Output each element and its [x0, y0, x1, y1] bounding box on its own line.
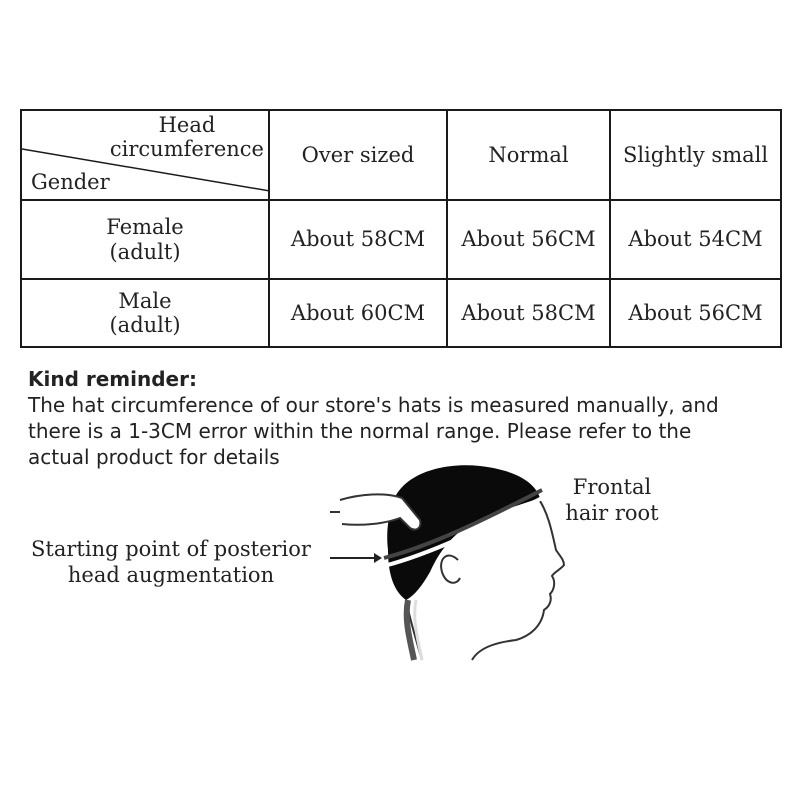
- table-row: Female (adult) About 58CM About 56CM Abo…: [20, 199, 782, 280]
- column-header-oversized: Over sized: [268, 109, 448, 201]
- reminder-title: Kind reminder:: [28, 367, 197, 391]
- head-circumference-label: Head circumference: [110, 113, 264, 161]
- table-cell: About 58CM: [268, 199, 448, 280]
- frontal-label-line2: hair root: [565, 501, 659, 525]
- row-header-line2: (adult): [109, 313, 181, 337]
- corner-header-cell: Head circumference Gender: [20, 109, 270, 201]
- table-cell: About 58CM: [446, 278, 611, 348]
- column-header-normal: Normal: [446, 109, 611, 201]
- posterior-label-line2: head augmentation: [67, 563, 275, 587]
- kind-reminder: Kind reminder: The hat circumference of …: [28, 366, 788, 470]
- frontal-label-line1: Frontal: [572, 475, 652, 499]
- frontal-hair-root-label: Frontal hair root: [556, 474, 668, 526]
- row-header-female: Female (adult): [20, 199, 270, 280]
- table-cell: About 56CM: [446, 199, 611, 280]
- table-cell: About 54CM: [609, 199, 782, 280]
- table-header-row: Head circumference Gender Over sized Nor…: [20, 109, 782, 201]
- reminder-line3: actual product for details: [28, 445, 280, 469]
- head-measurement-illustration-icon: [330, 465, 566, 661]
- reminder-line2: there is a 1-3CM error within the normal…: [28, 419, 692, 443]
- row-header-line1: Female: [106, 215, 184, 240]
- diagonal-divider: [22, 148, 270, 192]
- posterior-start-label: Starting point of posterior head augment…: [28, 536, 314, 588]
- size-chart-table: Head circumference Gender Over sized Nor…: [20, 109, 782, 348]
- row-header-line1: Male: [118, 288, 172, 313]
- table-cell: About 56CM: [609, 278, 782, 348]
- row-header-line2: (adult): [109, 239, 181, 264]
- corner-top-line1: Head: [158, 113, 216, 137]
- row-header-male: Male (adult): [20, 278, 270, 348]
- table-row: Male (adult) About 60CM About 58CM About…: [20, 278, 782, 348]
- table-cell: About 60CM: [268, 278, 448, 348]
- posterior-label-line1: Starting point of posterior: [31, 537, 311, 561]
- gender-label: Gender: [31, 169, 110, 194]
- corner-top-line2: circumference: [109, 137, 264, 162]
- column-header-slightly-small: Slightly small: [609, 109, 782, 201]
- reminder-line1: The hat circumference of our store's hat…: [28, 393, 719, 417]
